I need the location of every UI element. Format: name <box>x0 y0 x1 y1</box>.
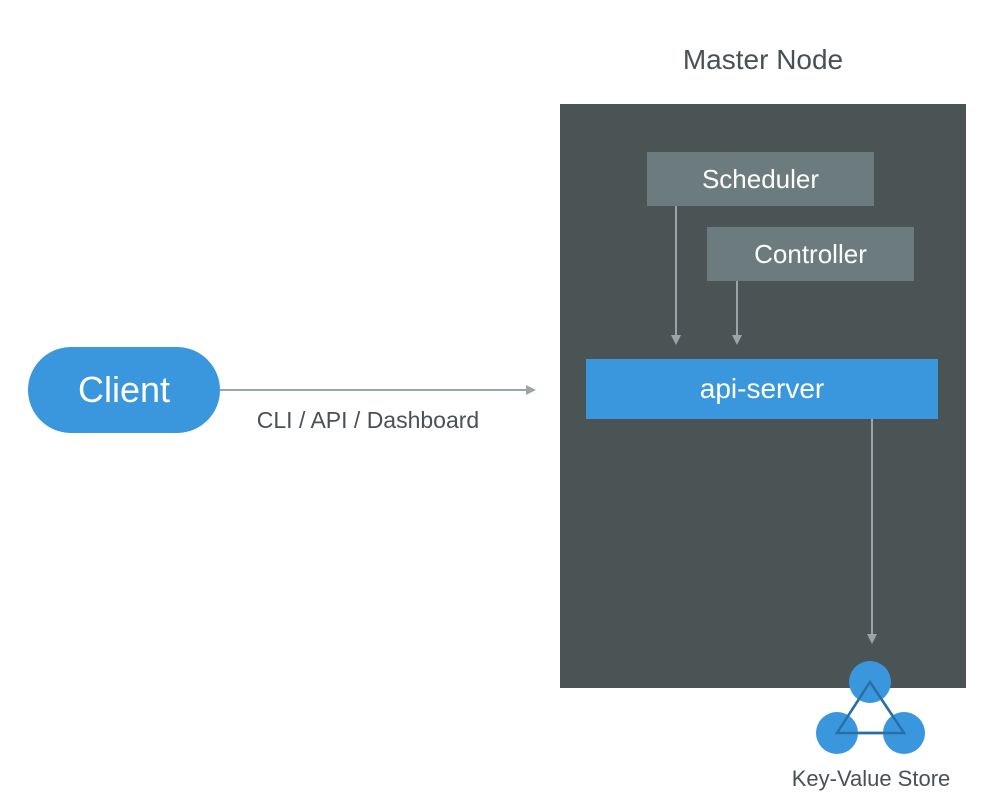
controller-box: Controller <box>707 227 914 281</box>
client-edge-label: CLI / API / Dashboard <box>256 407 480 433</box>
api-server-box: api-server <box>586 359 938 419</box>
key-value-store-icon <box>816 661 925 754</box>
kv-store-label: Key-Value Store <box>791 766 951 791</box>
scheduler-box: Scheduler <box>647 152 874 206</box>
scheduler-label: Scheduler <box>701 163 820 194</box>
master-node-title: Master Node <box>682 44 844 75</box>
client-node: Client <box>28 347 220 433</box>
controller-label: Controller <box>754 238 867 269</box>
client-label: Client <box>77 369 171 410</box>
api-server-label: api-server <box>699 373 825 404</box>
